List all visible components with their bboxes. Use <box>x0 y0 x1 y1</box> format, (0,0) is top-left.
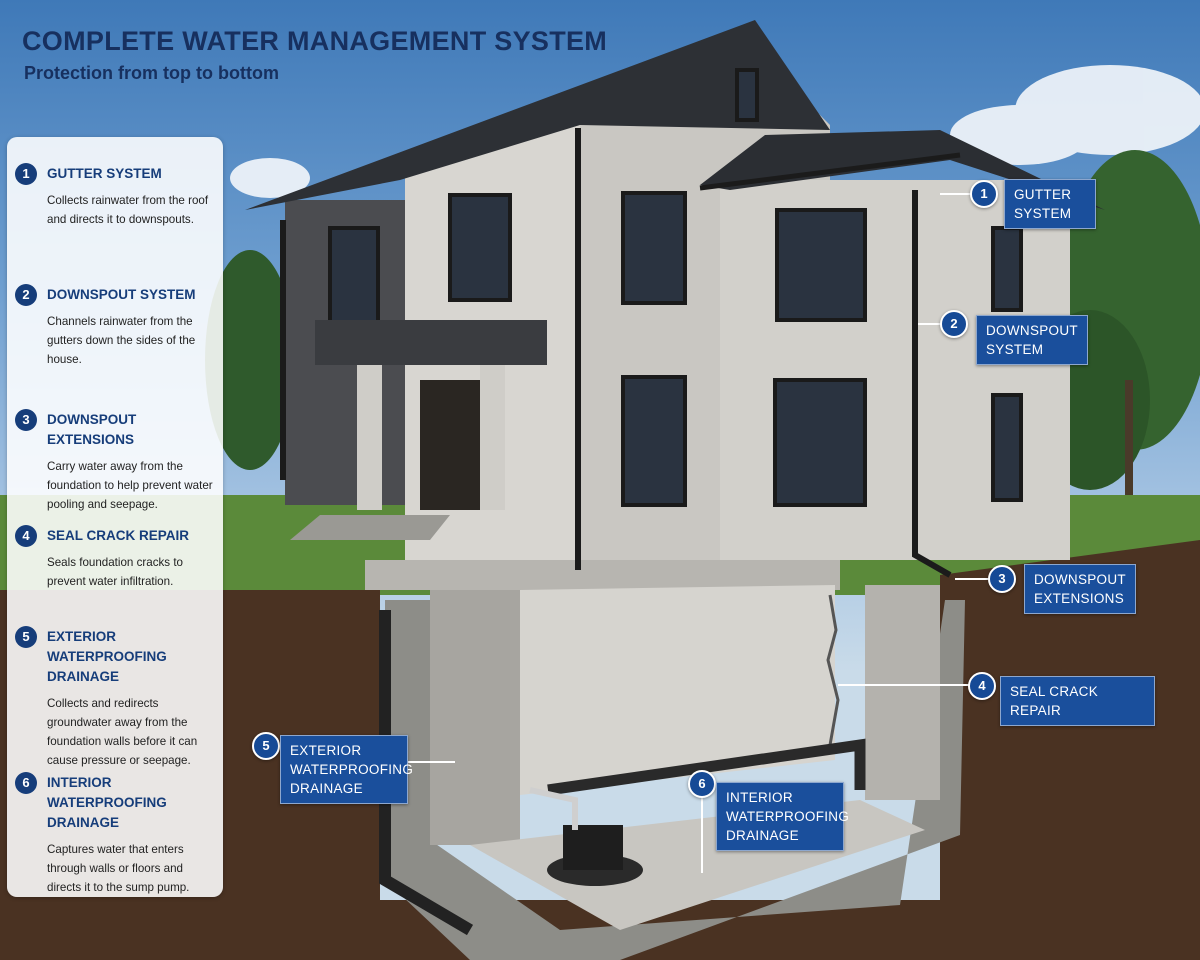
legend-item-exterior-drainage: 5 EXTERIOR WATERPROOFING DRAINAGE Collec… <box>15 626 219 770</box>
callout-label: DOWNSPOUT SYSTEM <box>976 315 1088 365</box>
main-roof <box>245 20 830 210</box>
legend-item-seal-crack-repair: 4 SEAL CRACK REPAIR Seals foundation cra… <box>15 525 219 591</box>
gravel-bed <box>385 600 965 960</box>
step-heading: EXTERIOR WATERPROOFING DRAINAGE <box>47 629 167 684</box>
legend-panel: 1 GUTTER SYSTEM Collects rainwater from … <box>7 137 223 897</box>
step-description: Collects and redirects groundwater away … <box>47 697 198 767</box>
callout-number-badge: 1 <box>970 180 998 208</box>
callout-leader-line <box>701 796 703 873</box>
callout-leader-line <box>940 193 975 195</box>
step-description: Collects rainwater from the roof and dir… <box>47 194 209 226</box>
legend-item-interior-drainage: 6 INTERIOR WATERPROOFING DRAINAGE Captur… <box>15 772 219 897</box>
callout-number-badge: 3 <box>988 565 1016 593</box>
step-description: Carry water away from the foundation to … <box>47 460 213 511</box>
downspout-right <box>912 190 952 578</box>
step-heading: GUTTER SYSTEM <box>47 166 162 181</box>
step-number-badge: 3 <box>15 409 37 431</box>
foundation-crack <box>826 594 840 746</box>
page-subtitle: Protection from top to bottom <box>24 63 279 83</box>
callout-label: GUTTER SYSTEM <box>1004 179 1096 229</box>
callout-label: SEAL CRACK REPAIR <box>1000 676 1155 726</box>
step-heading: SEAL CRACK REPAIR <box>47 528 190 543</box>
step-number-badge: 1 <box>15 163 37 185</box>
callout-number-badge: 6 <box>688 770 716 798</box>
clouds <box>230 65 1200 198</box>
step-number-badge: 6 <box>15 772 37 794</box>
step-description: Seals foundation cracks to prevent water… <box>47 556 183 588</box>
legend-item-gutter-system: 1 GUTTER SYSTEM Collects rainwater from … <box>15 163 219 229</box>
legend-item-downspout-extensions: 3 DOWNSPOUT EXTENSIONS Carry water away … <box>15 409 219 514</box>
windows <box>328 68 1023 507</box>
callout-number-badge: 4 <box>968 672 996 700</box>
foundation-slab <box>365 560 840 590</box>
legend-item-downspout-system: 2 DOWNSPOUT SYSTEM Channels rainwater fr… <box>15 284 219 369</box>
right-roof <box>700 130 1105 210</box>
callout-label: EXTERIOR WATERPROOFING DRAINAGE <box>280 735 413 804</box>
callout-leader-line <box>918 323 943 325</box>
gutter <box>699 152 961 191</box>
callout-leader-line <box>838 684 971 686</box>
step-description: Channels rainwater from the gutters down… <box>47 315 196 366</box>
step-heading: INTERIOR WATERPROOFING DRAINAGE <box>47 775 167 830</box>
callout-label: DOWNSPOUT EXTENSIONS <box>1024 564 1136 614</box>
callout-number-badge: 5 <box>252 732 280 760</box>
step-heading: DOWNSPOUT EXTENSIONS <box>47 412 137 447</box>
step-description: Captures water that enters through walls… <box>47 843 190 894</box>
callout-label: INTERIOR WATERPROOFING DRAINAGE <box>716 782 849 851</box>
callout-leader-line <box>405 761 455 763</box>
page-title: COMPLETE WATER MANAGEMENT SYSTEM <box>22 26 608 56</box>
callout-leader-line <box>955 578 993 580</box>
callout-number-badge: 2 <box>940 310 968 338</box>
step-number-badge: 5 <box>15 626 37 648</box>
step-heading: DOWNSPOUT SYSTEM <box>47 287 196 302</box>
step-number-badge: 2 <box>15 284 37 306</box>
step-number-badge: 4 <box>15 525 37 547</box>
